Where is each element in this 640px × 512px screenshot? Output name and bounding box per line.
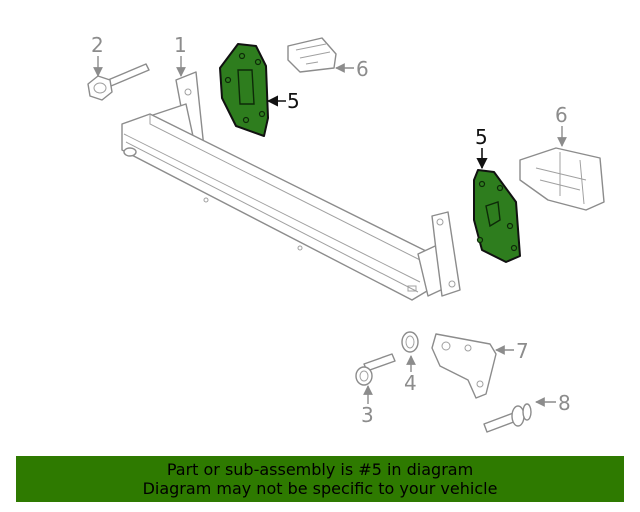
bracket-part-6-right xyxy=(519,147,605,211)
callout-6-right: 6 xyxy=(555,103,568,127)
callout-3: 3 xyxy=(361,403,374,427)
bolt-part-2 xyxy=(87,63,150,101)
callout-8: 8 xyxy=(558,391,571,415)
bracket-part-7 xyxy=(431,333,497,399)
bolt-part-3 xyxy=(355,353,396,386)
callout-7: 7 xyxy=(516,339,529,363)
callout-1: 1 xyxy=(174,33,187,57)
callout-2: 2 xyxy=(91,33,104,57)
clip-part-6-top xyxy=(287,37,337,73)
callout-6-top: 6 xyxy=(356,57,369,81)
bolt-part-8 xyxy=(483,403,532,433)
callout-5-left: 5 xyxy=(287,89,300,113)
washer-part-4 xyxy=(401,331,419,353)
notice-banner: Part or sub-assembly is #5 in diagram Di… xyxy=(16,456,624,502)
banner-line-2: Diagram may not be specific to your vehi… xyxy=(142,479,498,498)
plate-part-5-right xyxy=(473,169,521,263)
bumper-beam-part-1 xyxy=(121,71,461,301)
plate-part-5-left xyxy=(219,43,269,137)
banner-line-1: Part or sub-assembly is #5 in diagram xyxy=(166,460,474,479)
parts-diagram: 1 2 3 4 5 5 6 6 7 8 xyxy=(87,33,605,433)
callout-4: 4 xyxy=(404,371,417,395)
callout-5-right: 5 xyxy=(475,125,488,149)
